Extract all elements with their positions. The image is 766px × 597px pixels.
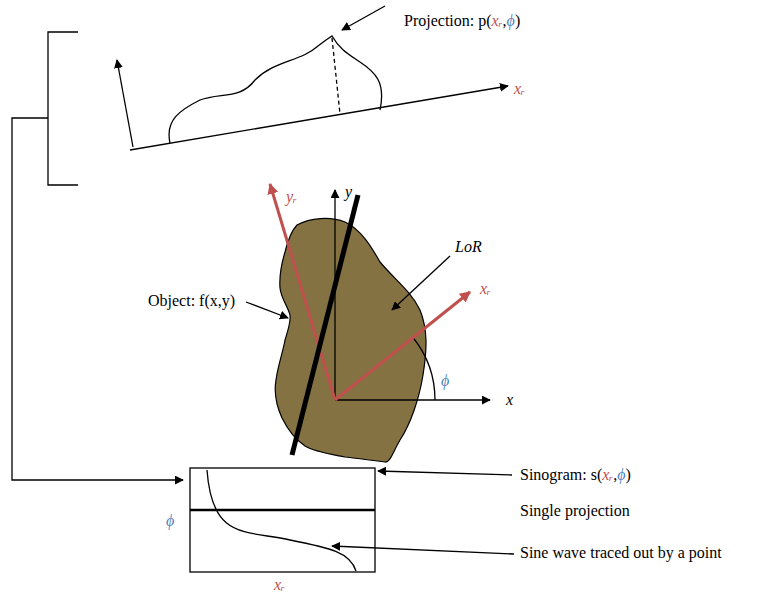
axis-label: xᵣ [274, 576, 285, 594]
line-of-response [292, 195, 358, 455]
axis-label: xᵣ [480, 280, 491, 298]
angle-label: ϕ [441, 372, 449, 390]
axis-label: ϕ [166, 512, 174, 530]
formula-label: Projection: p(xᵣ,ϕ) [404, 12, 520, 30]
formula-label: Sinogram: s(xᵣ,ϕ) [520, 466, 631, 484]
note-label: Sine wave traced out by a point [520, 544, 722, 562]
formula-label: Object: f(x,y) [148, 292, 235, 310]
axis-label: x [506, 391, 513, 409]
bracket [12, 32, 183, 480]
sinogram [190, 468, 375, 572]
rotated-axes [270, 184, 470, 400]
axis-label: yᵣ [286, 188, 297, 206]
axes [335, 190, 490, 400]
projection-plot [117, 6, 508, 150]
note-label: Single projection [520, 502, 630, 520]
callout-label: LoR [455, 238, 482, 256]
axis-label: y [345, 183, 352, 201]
axis-label: xᵣ [514, 80, 525, 98]
